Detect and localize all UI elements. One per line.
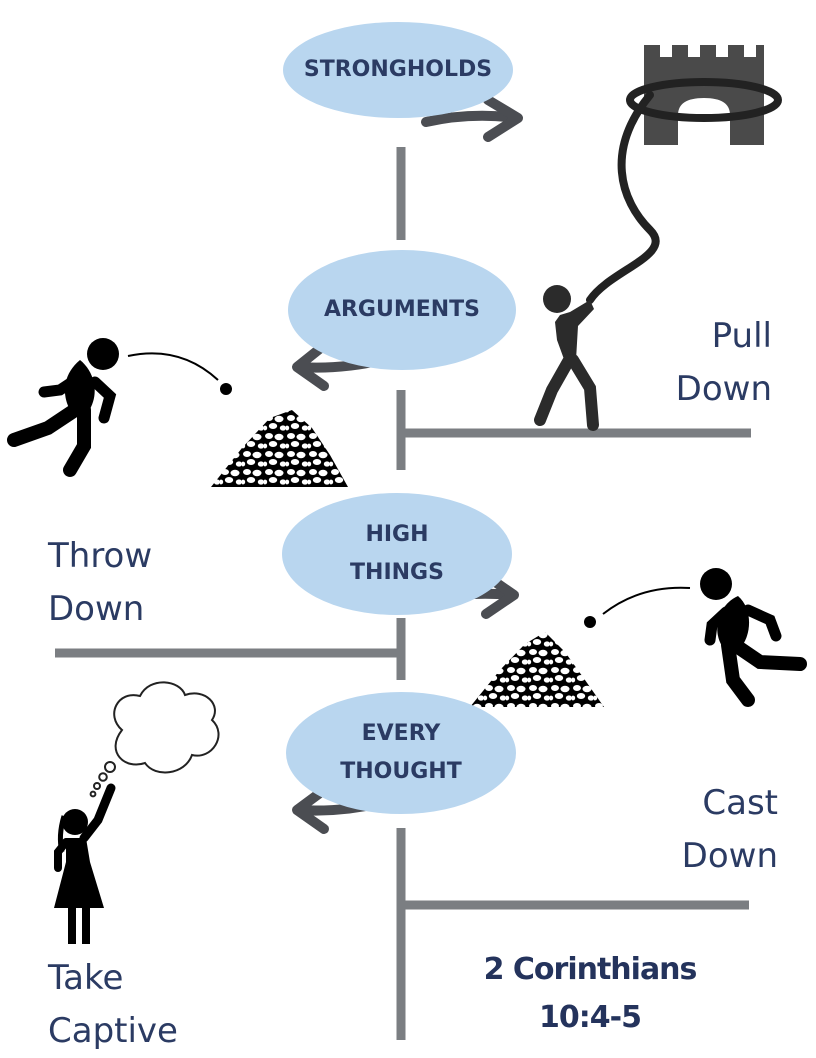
stronghold-label: STRONGHOLDS	[303, 57, 493, 82]
rubble-pile-icon	[211, 410, 348, 487]
branch-lines	[55, 428, 751, 910]
cast-down-label: Cast Down	[660, 777, 778, 883]
high-things-oval: HIGH THINGS	[282, 493, 512, 615]
throw-down-line2: Down	[48, 589, 145, 629]
take-captive-line1: Take	[48, 958, 124, 998]
thought-bubble-icon	[89, 681, 220, 798]
person-throwing-icon	[7, 338, 232, 477]
castle-icon	[644, 45, 764, 145]
pull-down-line2: Down	[675, 369, 772, 409]
throw-down-line1: Throw	[48, 536, 153, 576]
take-captive-line2: Captive	[48, 1011, 178, 1051]
arguments-label: ARGUMENTS	[323, 297, 481, 322]
high-things-label-line1: HIGH	[365, 522, 429, 547]
scripture-reference: 2 Corinthians 10:4-5	[455, 946, 725, 1042]
pull-down-label: Pull Down	[668, 310, 772, 416]
every-thought-label-line1: EVERY	[361, 721, 441, 746]
high-things-label-line2: THINGS	[350, 560, 444, 585]
cast-down-line2: Down	[681, 836, 778, 876]
reference-book: 2 Corinthians	[483, 952, 698, 987]
every-thought-label-line2: THOUGHT	[340, 759, 462, 784]
pull-down-line1: Pull	[711, 316, 772, 356]
every-thought-oval: EVERY THOUGHT	[286, 692, 516, 814]
arrow-icon	[421, 95, 523, 142]
cast-down-line1: Cast	[702, 783, 778, 823]
rubble-pile-icon	[470, 632, 604, 707]
stronghold-oval: STRONGHOLDS	[283, 22, 513, 118]
take-captive-label: Take Captive	[48, 952, 178, 1058]
person-pulling-icon	[534, 285, 599, 431]
rope-icon	[586, 78, 782, 304]
reference-verse: 10:4-5	[539, 1000, 642, 1035]
person-throwing-icon	[584, 568, 807, 707]
person-pointing-icon	[54, 783, 116, 944]
throw-down-label: Throw Down	[48, 530, 152, 636]
arguments-oval: ARGUMENTS	[288, 250, 516, 370]
